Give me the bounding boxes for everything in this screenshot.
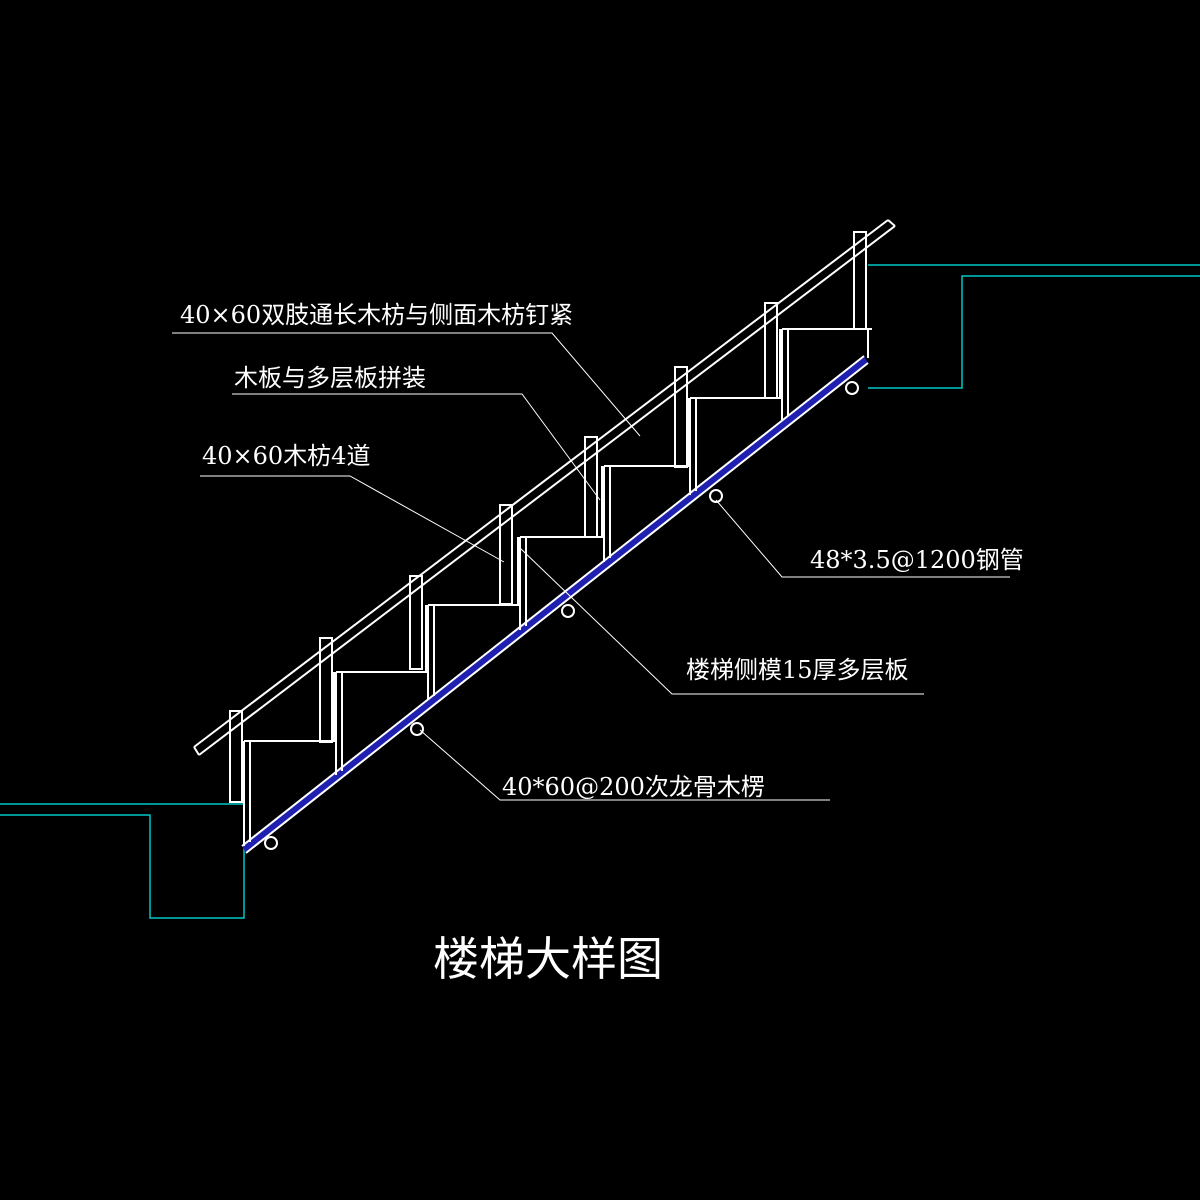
timber-post [409,575,423,670]
handrail [193,219,896,756]
label-board: 木板与多层板拼装 [234,364,426,392]
label-side-form: 楼梯侧模15厚多层板 [686,656,909,684]
leader-handrail [172,332,641,437]
timber-post [764,302,778,399]
soffit-band [242,356,868,853]
steel-pipe-circle [264,836,278,850]
leader-joist [419,729,830,801]
steel-pipe-circle [845,381,859,395]
timber-post [319,637,333,743]
label-joist: 40*60@200次龙骨木楞 [502,773,765,801]
upper-landing-step-line [868,275,1200,389]
leader-steel-pipe [715,499,1010,578]
handrail-end-cap-right [887,219,896,227]
handrail-bottom-line [198,225,896,756]
steel-pipe-circle [410,722,424,736]
leader-side-form [519,547,924,695]
leader-board [232,393,601,501]
stair-soffit [241,355,869,854]
leader-lines [172,332,1010,801]
timber-post [853,231,867,330]
steps-layer [229,231,872,850]
timber-post [584,436,598,538]
leader-timber4 [200,475,505,563]
label-handrail: 40×60双肢通长木枋与侧面木枋钉紧 [180,301,573,329]
drawing-title: 楼梯大样图 [433,932,663,986]
timber-post [674,366,688,468]
handrail-end-cap-left [193,746,200,756]
label-timber4: 40×60木枋4道 [202,442,370,470]
steel-pipe-circle [709,489,723,503]
handrail-top-line [193,219,889,748]
ground-outline [0,264,1200,919]
label-steel-pipe: 48*3.5@1200钢管 [810,546,1024,574]
timber-post [499,504,513,605]
timber-post [229,710,243,803]
steel-pipe-circle [561,604,575,618]
soffit-edge-bottom [245,362,869,854]
lower-landing-line [0,803,245,919]
soffit-edge-top [241,355,865,847]
